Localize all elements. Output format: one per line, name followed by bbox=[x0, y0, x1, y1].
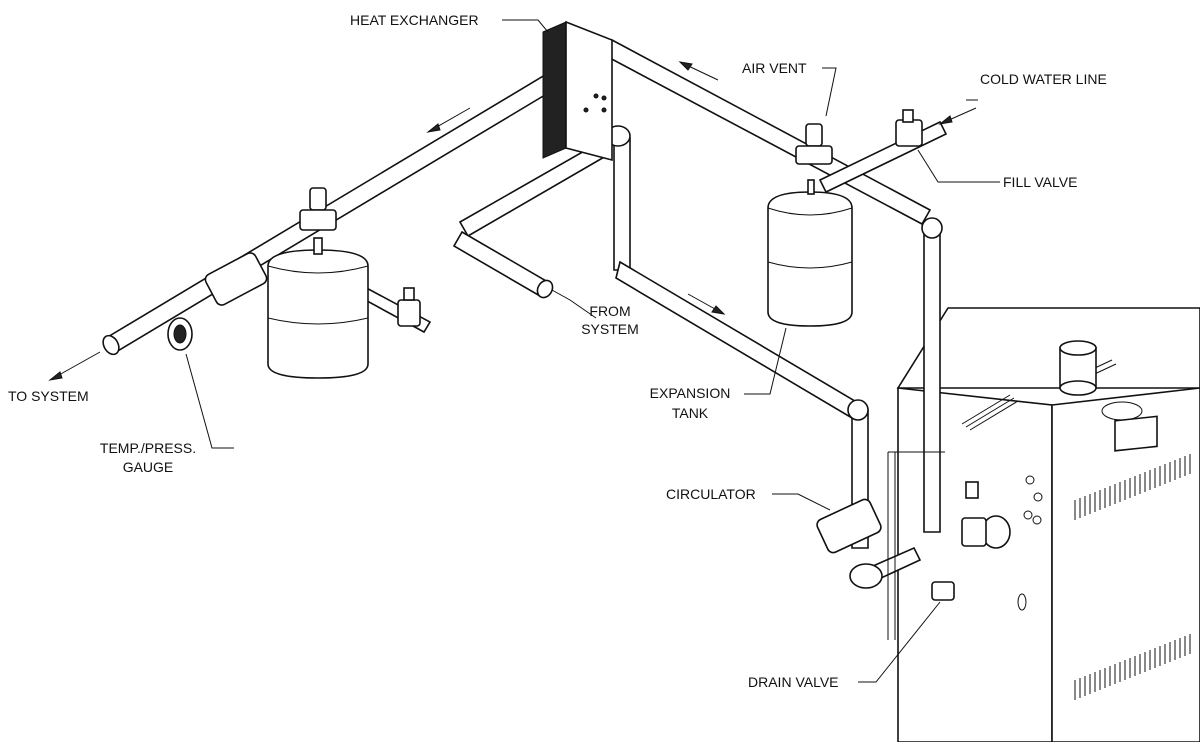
boiler-supply-valve bbox=[961, 481, 1011, 549]
boiler-front bbox=[1051, 387, 1200, 743]
label-expansion-tank-line1: EXPANSION bbox=[650, 385, 731, 401]
heat-exchanger-body bbox=[565, 20, 613, 162]
label-from-system-line2: SYSTEM bbox=[581, 321, 639, 337]
label-air-vent: AIR VENT bbox=[742, 60, 807, 76]
boiler-sight-port bbox=[1017, 593, 1027, 611]
boiler-left-side bbox=[897, 387, 1053, 743]
relief-line bbox=[887, 451, 945, 640]
circulator-left bbox=[204, 252, 268, 306]
boiler-flue bbox=[1059, 340, 1097, 396]
boiler-knob bbox=[1025, 475, 1035, 485]
from-system-pipe bbox=[452, 230, 550, 298]
heat-exchanger-plates bbox=[542, 21, 567, 159]
leader-from-system bbox=[551, 289, 597, 319]
boiler-top bbox=[896, 307, 1200, 389]
boiler-knob bbox=[1023, 510, 1033, 520]
flow-arrows bbox=[48, 61, 977, 381]
leader-heat-exchanger bbox=[502, 19, 549, 33]
from-system-upper bbox=[458, 140, 608, 238]
leader-air-vent bbox=[822, 67, 837, 117]
leader-drain-valve bbox=[858, 601, 941, 683]
air-vent bbox=[795, 123, 833, 165]
label-temp-press-gauge-line2: GAUGE bbox=[123, 459, 174, 475]
circulator-pump bbox=[816, 498, 883, 589]
label-circulator: CIRCULATOR bbox=[666, 486, 756, 502]
label-from-system-line1: FROM bbox=[589, 303, 630, 319]
label-to-system: TO SYSTEM bbox=[8, 388, 89, 404]
label-expansion-tank-line2: TANK bbox=[672, 405, 709, 421]
leader-circulator bbox=[772, 493, 831, 511]
labels: HEAT EXCHANGER AIR VENT COLD WATER LINE … bbox=[8, 12, 1107, 690]
return-pipe-vertical bbox=[923, 225, 941, 533]
leader-fill-valve bbox=[917, 149, 1000, 183]
label-drain-valve: DRAIN VALVE bbox=[748, 674, 839, 690]
boiler-front-louvers bbox=[1074, 454, 1191, 700]
boiler-knob bbox=[1032, 515, 1042, 525]
callout-leaders bbox=[185, 19, 1000, 683]
boiler-control-window bbox=[1114, 415, 1158, 452]
label-temp-press-gauge-line1: TEMP./PRESS. bbox=[100, 440, 196, 456]
elbow bbox=[847, 399, 869, 421]
leader-temp-press-gauge bbox=[185, 353, 234, 449]
leader-expansion-tank bbox=[744, 327, 787, 395]
air-vent-left bbox=[299, 187, 337, 231]
expansion-tank-left bbox=[267, 237, 369, 379]
label-cold-water-line: COLD WATER LINE bbox=[980, 71, 1107, 87]
temp-press-gauge bbox=[167, 317, 193, 351]
supply-pipe-end bbox=[102, 334, 120, 356]
vertical-pipe-center bbox=[613, 137, 631, 271]
fill-valve bbox=[895, 109, 923, 147]
boiler-knob bbox=[1033, 492, 1043, 502]
label-fill-valve: FILL VALVE bbox=[1003, 174, 1077, 190]
elbow bbox=[921, 217, 943, 239]
fill-valve-left bbox=[397, 287, 421, 327]
expansion-tank-right bbox=[767, 179, 853, 327]
from-system-end bbox=[536, 279, 554, 299]
cold-water-pipe bbox=[818, 120, 948, 194]
label-heat-exchanger: HEAT EXCHANGER bbox=[350, 12, 479, 28]
heat-exchanger bbox=[542, 20, 613, 162]
boiler bbox=[896, 307, 1200, 743]
drain-valve bbox=[931, 581, 955, 601]
